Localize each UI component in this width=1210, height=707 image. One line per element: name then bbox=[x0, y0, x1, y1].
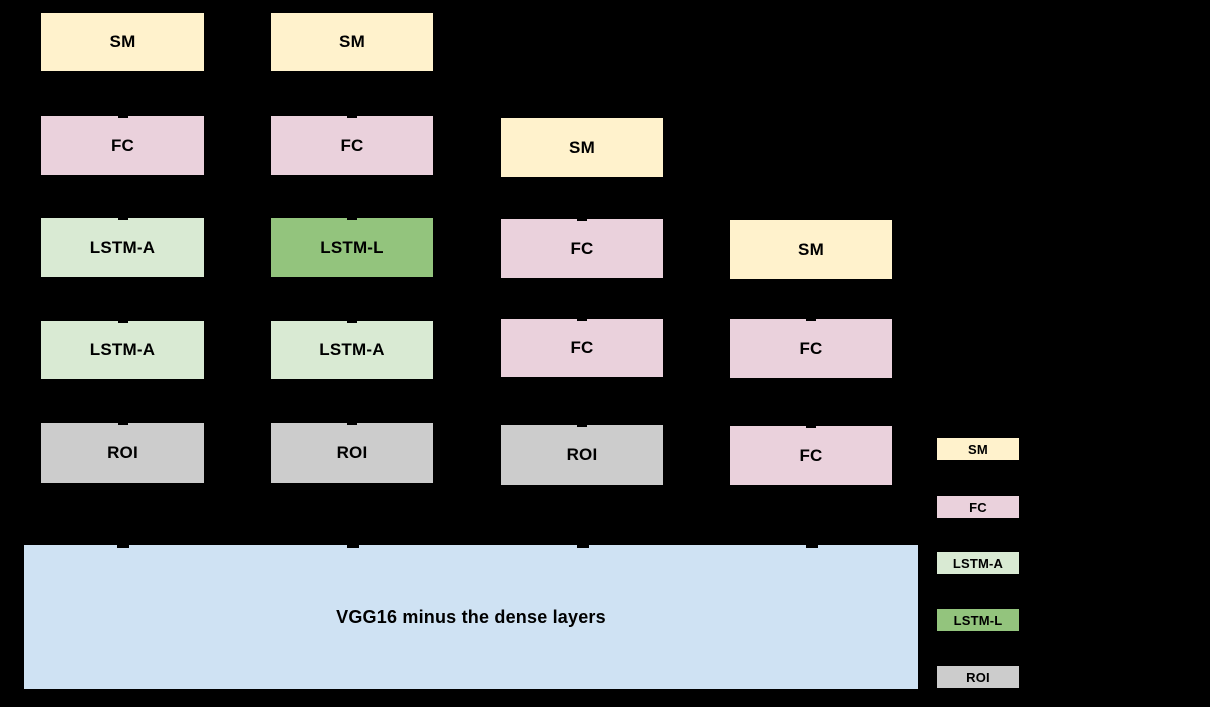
block-label: SM bbox=[569, 137, 595, 157]
arrowhead-notch bbox=[347, 422, 357, 425]
col3-fc-block-2: FC bbox=[500, 318, 664, 378]
block-label: LSTM-A bbox=[89, 237, 156, 257]
col2-fc-block: FC bbox=[270, 115, 434, 176]
col4-sm-block: SM bbox=[729, 219, 893, 280]
arrowhead-notch bbox=[806, 544, 818, 548]
block-label: FC bbox=[570, 238, 594, 258]
block-label: ROI bbox=[566, 445, 598, 464]
block-label: SM bbox=[339, 32, 365, 51]
legend-label: LSTM-L bbox=[953, 612, 1003, 628]
col4-fc-block-1: FC bbox=[729, 318, 893, 379]
block-label: FC bbox=[799, 445, 823, 465]
legend-label: ROI bbox=[966, 669, 990, 685]
block-label: FC bbox=[570, 338, 594, 357]
arrowhead-notch bbox=[577, 318, 587, 321]
block-label: LSTM-A bbox=[89, 340, 156, 359]
block-label: SM bbox=[109, 32, 136, 51]
arrowhead-notch bbox=[806, 425, 816, 428]
col1-sm-block: SM bbox=[40, 12, 205, 72]
legend-label: FC bbox=[969, 499, 987, 515]
col2-roi-block: ROI bbox=[270, 422, 434, 484]
arrowhead-notch bbox=[347, 320, 357, 323]
block-label: LSTM-A bbox=[319, 340, 385, 359]
legend-roi-swatch: ROI bbox=[936, 665, 1020, 689]
arrowhead-notch bbox=[117, 544, 129, 548]
col4-fc-block-2: FC bbox=[729, 425, 893, 486]
block-label: ROI bbox=[107, 443, 138, 462]
legend-fc-swatch: FC bbox=[936, 495, 1020, 519]
arrowhead-notch bbox=[117, 115, 128, 118]
block-label: ROI bbox=[336, 443, 368, 462]
block-label: FC bbox=[340, 135, 364, 155]
arrowhead-notch bbox=[577, 218, 587, 221]
vgg16-backbone-block: VGG16 minus the dense layers bbox=[23, 544, 919, 690]
arrowhead-notch bbox=[577, 544, 589, 548]
block-label: FC bbox=[799, 338, 823, 358]
col1-lstm-a-block-2: LSTM-A bbox=[40, 320, 205, 380]
arrowhead-notch bbox=[347, 217, 357, 220]
arrowhead-notch bbox=[117, 217, 128, 220]
col3-roi-block: ROI bbox=[500, 424, 664, 486]
col1-fc-block: FC bbox=[40, 115, 205, 176]
block-label: LSTM-L bbox=[320, 237, 384, 257]
col2-lstm-a-block: LSTM-A bbox=[270, 320, 434, 380]
arrowhead-notch bbox=[347, 544, 359, 548]
legend-sm-swatch: SM bbox=[936, 437, 1020, 461]
col1-roi-block: ROI bbox=[40, 422, 205, 484]
arrowhead-notch bbox=[347, 115, 357, 118]
block-label: SM bbox=[798, 239, 824, 259]
col3-sm-block: SM bbox=[500, 117, 664, 178]
legend-lstm-a-swatch: LSTM-A bbox=[936, 551, 1020, 575]
col2-sm-block: SM bbox=[270, 12, 434, 72]
col3-fc-block-1: FC bbox=[500, 218, 664, 279]
col2-lstm-l-block: LSTM-L bbox=[270, 217, 434, 278]
arrowhead-notch bbox=[806, 318, 816, 321]
legend-lstm-l-swatch: LSTM-L bbox=[936, 608, 1020, 632]
block-label: FC bbox=[110, 135, 135, 155]
backbone-label: VGG16 minus the dense layers bbox=[336, 606, 606, 627]
legend-label: SM bbox=[968, 441, 988, 457]
legend-label: LSTM-A bbox=[952, 555, 1004, 571]
arrowhead-notch bbox=[117, 422, 128, 425]
arrowhead-notch bbox=[577, 424, 587, 427]
arrowhead-notch bbox=[117, 320, 128, 323]
col1-lstm-a-block-1: LSTM-A bbox=[40, 217, 205, 278]
